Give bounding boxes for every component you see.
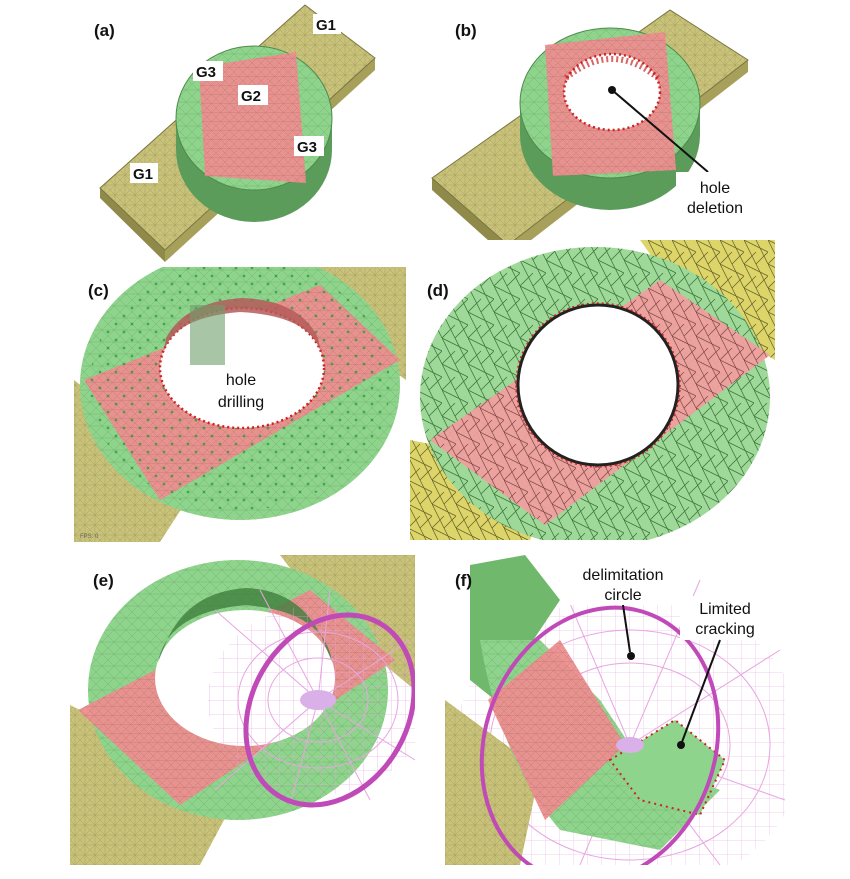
hole-wall-e [158, 588, 332, 662]
bar-b-side [432, 178, 508, 258]
annotation-circle: circle [604, 587, 641, 604]
region-g1-bottom: G1 [133, 166, 153, 183]
panel-f: (f) delimitation circle Limited cracking [440, 555, 785, 865]
hole-wall-nodes [564, 56, 660, 81]
delimitation-circle-f [479, 605, 721, 865]
annotation-hole-c: hole [226, 372, 256, 389]
annotation-hole-b: hole [700, 180, 730, 197]
annotation-drilling: drilling [218, 394, 264, 411]
annotation-cracking: cracking [695, 621, 755, 638]
fps-counter: FPS: 0 [80, 534, 99, 540]
region-g3-left: G3 [196, 64, 216, 81]
annotation-dot-f1 [627, 652, 635, 660]
region-g3-right: G3 [297, 139, 317, 156]
hole-d [516, 303, 680, 467]
annotation-limited: Limited [699, 601, 751, 618]
disk-b-side [520, 103, 700, 210]
strip-f [488, 640, 625, 820]
leader-line-f2 [681, 639, 721, 743]
panel-b: (b) hole deletion [431, 9, 756, 258]
region-g1-top: G1 [316, 17, 336, 34]
bar-f [445, 700, 540, 865]
delimitation-circle-e [243, 612, 415, 808]
leader-line-b [611, 89, 709, 173]
region-g2: G2 [241, 88, 261, 105]
tool-web-e [208, 589, 415, 806]
disk-side [176, 118, 332, 222]
annotation-delimitation: delimitation [583, 567, 664, 584]
panel-f-label: (f) [455, 571, 472, 590]
leader-line-f1 [622, 604, 631, 653]
panel-a: (a) G1 G3 G2 G3 G1 [94, 4, 376, 262]
annotation-dot-f2 [677, 741, 685, 749]
panel-d: (d) [410, 240, 775, 540]
annotation-deletion: deletion [687, 200, 743, 217]
panel-c-label: (c) [88, 281, 109, 300]
panel-e-label: (e) [93, 571, 114, 590]
panel-b-label: (b) [455, 21, 477, 40]
panel-d-label: (d) [427, 281, 449, 300]
panel-a-label: (a) [94, 21, 115, 40]
bar-side-face [100, 188, 165, 262]
strip-g2 [199, 52, 306, 183]
panel-c: FPS: 0 (c) hole drilling [74, 267, 406, 542]
panel-e: (e) [70, 555, 415, 865]
